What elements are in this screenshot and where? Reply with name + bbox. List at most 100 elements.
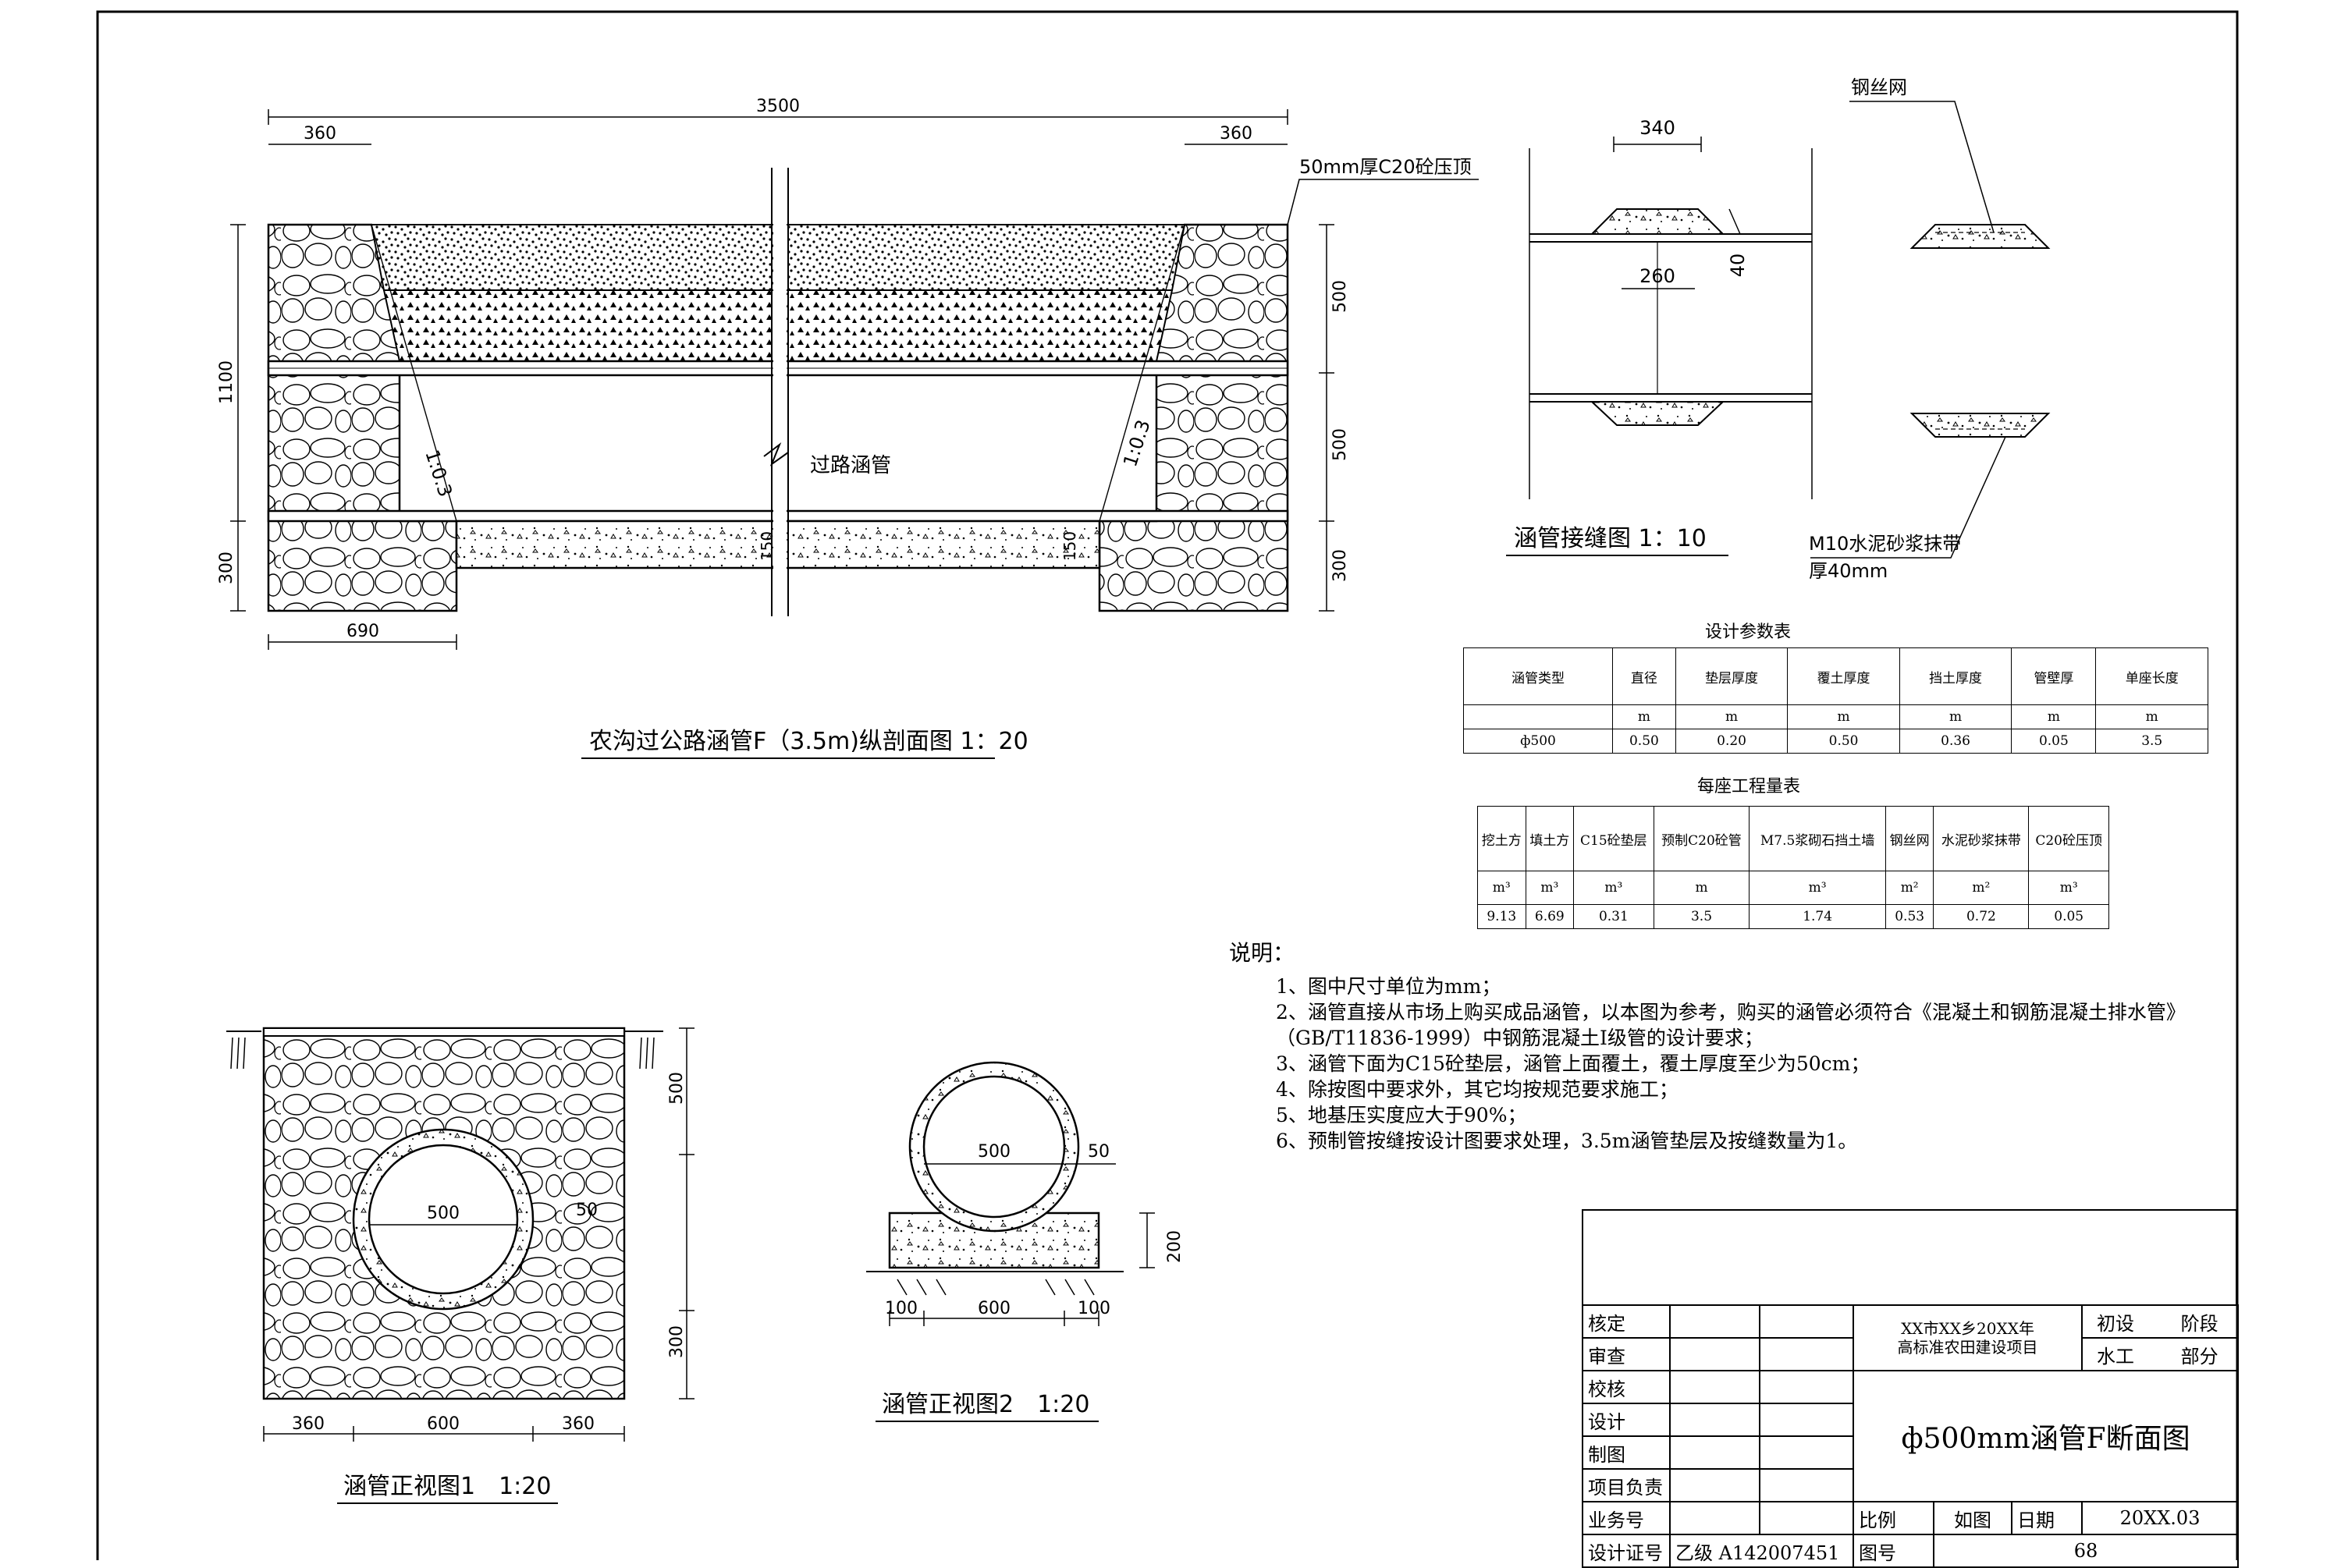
quantity-table: 挖土方 填土方 C15砼垫层 预制C20砼管 M7.5浆砌石挡土墙 钢丝网 水泥…	[1477, 806, 2109, 929]
qty-value-0: 9.13	[1477, 904, 1526, 929]
table-row: m m m m m m	[1463, 704, 2208, 729]
role-7: 设计证号	[1582, 1534, 1671, 1568]
dim-left: 360	[304, 124, 336, 144]
front2-dim-600: 600	[978, 1299, 1011, 1318]
front1-pipe-inner	[368, 1144, 519, 1295]
front2-dim-500: 500	[978, 1142, 1011, 1162]
table-row	[1582, 1209, 2237, 1306]
qty-header-1: 填土方	[1525, 806, 1575, 871]
front1-dim-360-r: 360	[562, 1414, 595, 1434]
dim-150-a: 150	[758, 531, 776, 561]
param-header-5: 管壁厚	[2011, 647, 2097, 705]
front2-dim-50: 50	[1088, 1142, 1110, 1162]
table-row: ф500 0.50 0.20 0.50 0.36 0.05 3.5	[1463, 729, 2208, 754]
quantity-table-title: 每座工程量表	[1697, 777, 1801, 796]
profile-title: 农沟过公路涵管F（3.5m)纵剖面图 1：20	[589, 728, 1028, 755]
role-5: 项目负责	[1582, 1468, 1671, 1502]
table-row: 项目负责	[1582, 1468, 2238, 1502]
sheet-border	[96, 10, 2239, 1560]
dim-right: 360	[1220, 124, 1252, 144]
drawing-title: ф500mm涵管F断面图	[1852, 1370, 2240, 1502]
note-line-1: 1、图中尺寸单位为mm；	[1276, 975, 1501, 998]
param-unit-1: m	[1612, 704, 1676, 729]
project-line-2: 高标准农田建设项目	[1897, 1338, 2038, 1357]
dim-500-top: 500	[1330, 280, 1350, 313]
qty-value-7: 0.05	[2028, 904, 2109, 929]
dim-150-b: 150	[1060, 531, 1079, 561]
front1-dim-500-v: 500	[667, 1072, 687, 1105]
qty-header-3: 预制C20砼管	[1653, 806, 1750, 871]
qty-unit-6: m²	[1933, 871, 2030, 905]
param-table-title: 设计参数表	[1705, 623, 1792, 642]
dim-300-right: 300	[1330, 549, 1350, 582]
front-view-1: 500 50 500 300 360 600 360 涵管正视图1 1:20	[226, 1027, 694, 1504]
qty-header-7: C20砼压顶	[2028, 806, 2109, 871]
table-row: 9.13 6.69 0.31 3.5 1.74 0.53 0.72 0.05	[1477, 904, 2109, 929]
front1-dim-50: 50	[576, 1201, 598, 1220]
notes-list: 1、图中尺寸单位为mm； 2、涵管直接从市场上购买成品涵管，以本图为参考，购买的…	[1276, 974, 2186, 1154]
front1-dim-360-l: 360	[292, 1414, 325, 1434]
qty-unit-5: m²	[1885, 871, 1934, 905]
qty-unit-0: m³	[1477, 871, 1526, 905]
stage-2: 阶段	[2180, 1312, 2218, 1335]
qty-header-0: 挖土方	[1477, 806, 1526, 871]
dim-total: 3500	[756, 97, 800, 116]
role-6: 业务号	[1582, 1501, 1671, 1535]
dim-500-mid: 500	[1330, 428, 1350, 461]
cap-label: 50mm厚C20砼压顶	[1299, 156, 1472, 178]
front2-title: 涵管正视图2 1:20	[882, 1391, 1089, 1418]
mortar-label-1: M10水泥砂浆抹带	[1809, 533, 1961, 555]
front1-dim-600: 600	[427, 1414, 460, 1434]
title-block	[1582, 1209, 2237, 1306]
table-row: 核定 XX市XX乡20XX年 高标准农田建设项目 初设 阶段	[1582, 1304, 2240, 1371]
qty-header-4: M7.5浆砌石挡土墙	[1749, 806, 1886, 871]
note-line-4: 3、涵管下面为C15砼垫层，涵管上面覆土，覆土厚度至少为50cm；	[1276, 1052, 1870, 1075]
qty-unit-1: m³	[1525, 871, 1575, 905]
table-row: 设计证号 乙级 A142007451 图号 68	[1582, 1534, 2240, 1568]
table-row: 业务号 比例 如图 日期 20XX.03	[1582, 1501, 2240, 1535]
param-value-1: 0.50	[1612, 729, 1676, 754]
front-view-2: 500 50 200 100 600 100 涵管正视图2 1:20	[866, 1061, 1185, 1422]
front2-pipe-inner	[922, 1075, 1066, 1219]
front1-dim-300-v: 300	[667, 1325, 687, 1358]
param-header-2: 垫层厚度	[1675, 647, 1789, 705]
dim-height: 1100	[217, 360, 236, 404]
param-unit-4: m	[1899, 704, 2012, 729]
param-header-0: 涵管类型	[1463, 647, 1613, 705]
param-value-6: 3.5	[2095, 729, 2208, 754]
joint-dim-340: 340	[1639, 117, 1675, 139]
front1-title: 涵管正视图1 1:20	[343, 1473, 551, 1500]
scale-label: 比例	[1853, 1501, 1934, 1535]
table-row: 校核 ф500mm涵管F断面图	[1582, 1370, 2240, 1502]
note-line-6: 5、地基压实度应大于90%；	[1276, 1104, 1527, 1126]
qty-value-3: 3.5	[1653, 904, 1750, 929]
role-1: 审查	[1582, 1337, 1671, 1371]
qty-value-4: 1.74	[1749, 904, 1886, 929]
dim-690: 690	[346, 622, 379, 641]
param-header-1: 直径	[1612, 647, 1676, 705]
part-2: 部分	[2180, 1345, 2218, 1368]
table-row: 设计	[1582, 1403, 2238, 1437]
joint-band-top	[1590, 208, 1725, 235]
dim-300-left: 300	[217, 552, 236, 584]
param-header-6: 单座长度	[2095, 647, 2208, 705]
note-line-5: 4、除按图中要求外，其它均按规范要求施工；	[1276, 1078, 1678, 1101]
note-line-3: （GB/T11836-1999）中钢筋混凝土I级管的设计要求；	[1276, 1027, 1764, 1049]
date-label: 日期	[2010, 1501, 2083, 1535]
param-unit-3: m	[1787, 704, 1900, 729]
param-table: 涵管类型 直径 垫层厚度 覆土厚度 挡土厚度 管壁厚 单座长度 m m m m …	[1463, 647, 2208, 754]
mesh-detail-top	[1909, 224, 2051, 249]
mortar-label-2: 厚40mm	[1809, 560, 1888, 582]
qty-value-5: 0.53	[1885, 904, 1934, 929]
role-0: 核定	[1582, 1304, 1671, 1339]
joint-band-bottom	[1590, 401, 1725, 426]
param-header-4: 挡土厚度	[1899, 647, 2012, 705]
joint-detail: 340 260 40 钢丝网 M10水泥砂浆抹带 厚40mm 涵管接缝图 1：1…	[1506, 76, 2051, 582]
date-value: 20XX.03	[2081, 1501, 2240, 1535]
role-4: 制图	[1582, 1435, 1671, 1470]
qty-unit-3: m	[1653, 871, 1750, 905]
table-row: 制图	[1582, 1435, 2238, 1470]
qty-value-6: 0.72	[1933, 904, 2030, 929]
qty-unit-4: m³	[1749, 871, 1886, 905]
